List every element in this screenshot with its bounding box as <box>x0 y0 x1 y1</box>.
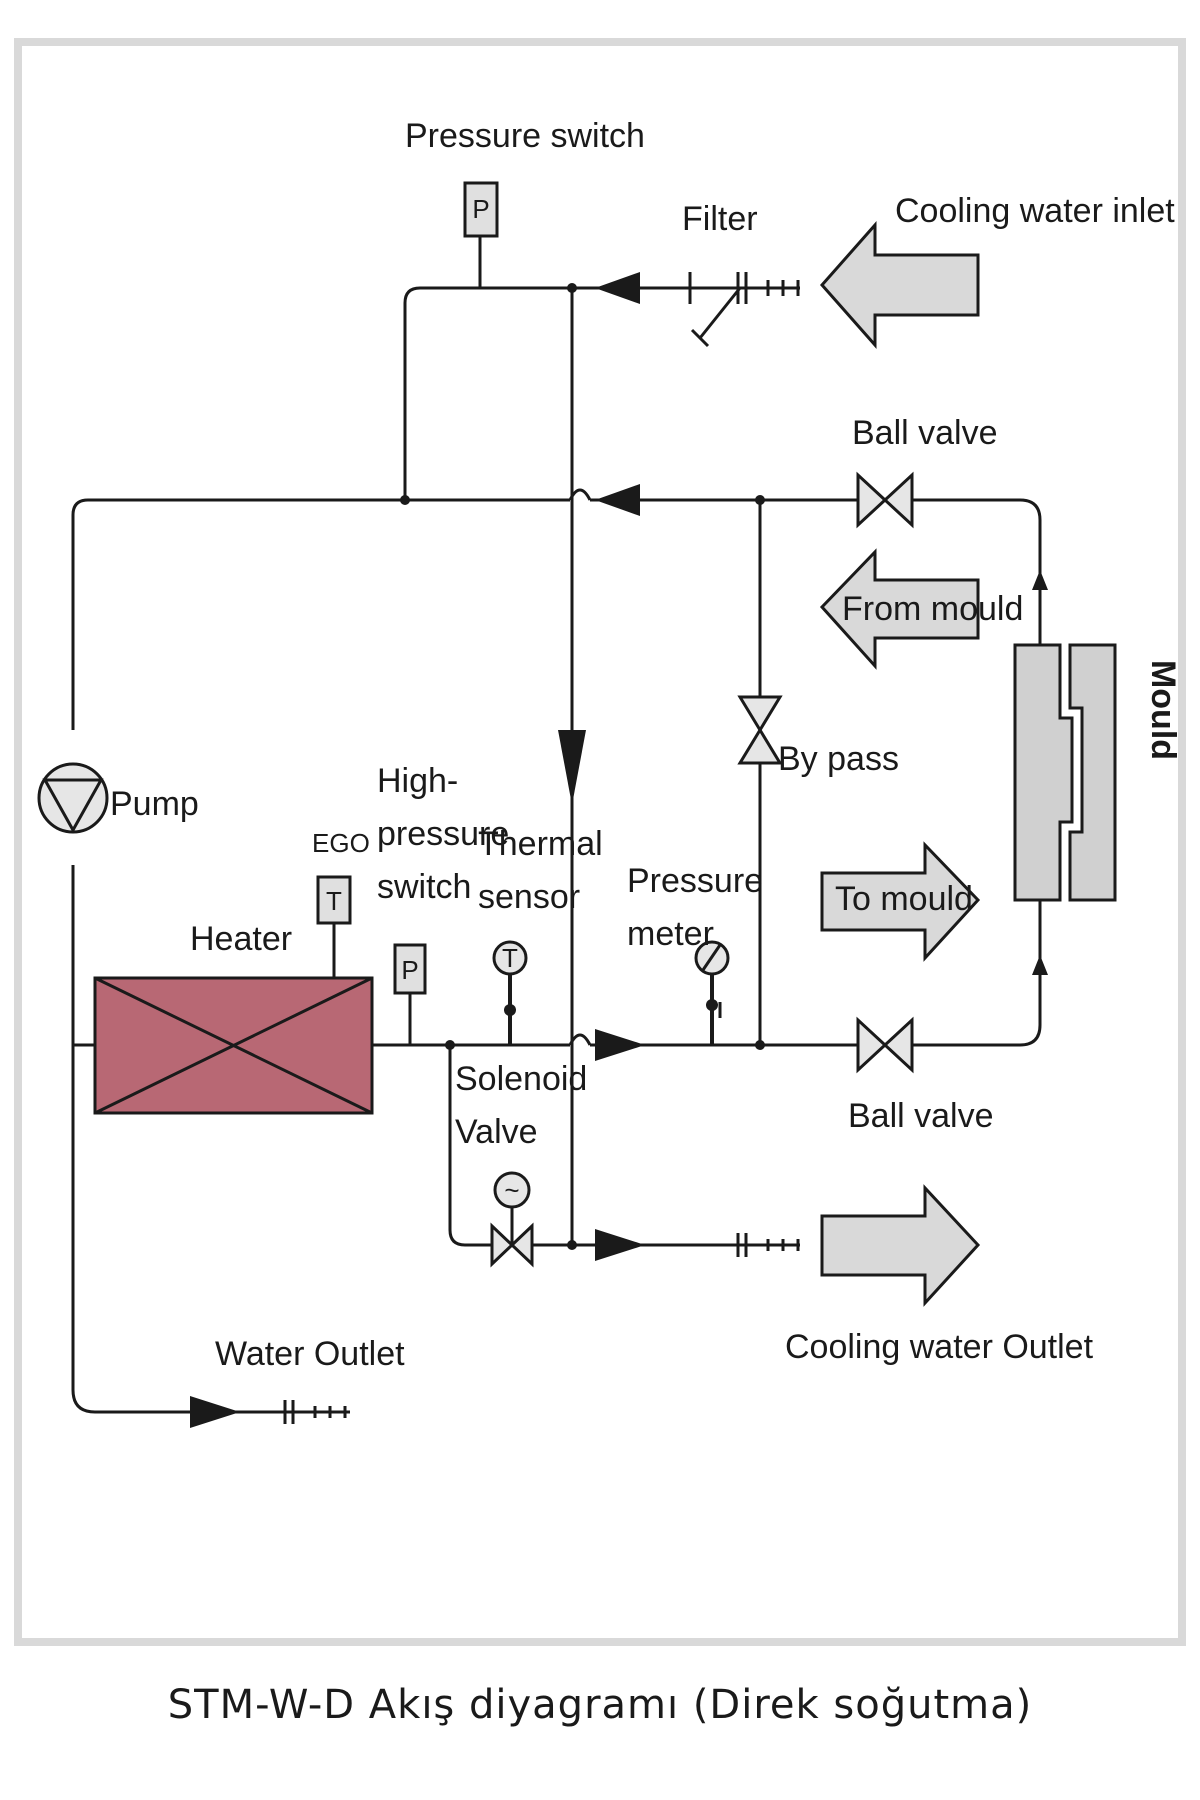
label-ball-valve-top: Ball valve <box>852 414 998 452</box>
label-pump: Pump <box>110 785 199 823</box>
solenoid-valve <box>490 1222 515 1268</box>
ball-valve-top <box>882 471 914 529</box>
label-high-pressure-2: pressure <box>377 815 509 853</box>
label-cooling-water-outlet: Cooling water Outlet <box>785 1328 1094 1366</box>
label-to-mould: To mould <box>835 880 973 918</box>
supply-crossover <box>568 1033 592 1046</box>
cooling-water-inlet-arrow <box>819 221 980 349</box>
diagram-frame <box>14 38 1186 1646</box>
junction-dot <box>445 1040 455 1050</box>
label-heater: Heater <box>190 920 292 958</box>
bypass-valve-2 <box>737 727 783 765</box>
filter-strainer <box>698 287 742 339</box>
inlet-pipe <box>403 286 430 500</box>
heater-cross-2 <box>94 976 373 1115</box>
pump-lower-pipe <box>71 865 350 1414</box>
label-pressure-meter-2: meter <box>627 915 714 953</box>
cooling-water-outlet-arrow <box>820 1184 981 1307</box>
label-from-mould: From mould <box>842 590 1023 628</box>
diagram-caption: STM-W-D Akış diyagramı (Direk soğutma) <box>168 1682 1032 1728</box>
junction-dot <box>755 1040 765 1050</box>
mould-left-half <box>1013 643 1074 902</box>
label-pressure-meter-1: Pressure <box>627 862 763 900</box>
from-mould-arrow <box>819 548 980 670</box>
pressure-switch-box <box>463 181 499 238</box>
label-mould: Mould <box>1144 660 1182 760</box>
ego-thermostat-box <box>316 875 352 925</box>
label-filter: Filter <box>682 200 758 238</box>
label-ball-valve-bottom: Ball valve <box>848 1097 994 1135</box>
junction-dot <box>567 283 577 293</box>
flow-arrow-up <box>1032 955 1048 975</box>
ball-valve-top-2 <box>856 471 888 529</box>
solenoid-valve-2 <box>509 1222 534 1268</box>
bypass-valve <box>737 695 783 733</box>
mould-right-half <box>1068 643 1117 902</box>
label-solenoid-2: Valve <box>455 1113 538 1151</box>
ball-valve-bottom-2 <box>856 1016 888 1074</box>
label-solenoid-1: Solenoid <box>455 1060 587 1098</box>
junction-dot <box>755 495 765 505</box>
label-thermal-1: Thermal <box>478 825 603 863</box>
filter-strainer-end <box>690 328 710 348</box>
flow-arrow-right <box>190 1396 240 1428</box>
high-pressure-switch-symbol: P <box>401 955 418 985</box>
label-high-pressure-3: switch <box>377 868 471 906</box>
return-pipe-main <box>88 498 1042 575</box>
thermal-sensor-bulb <box>504 1004 516 1016</box>
pump-icon <box>37 762 109 834</box>
to-mould-arrow <box>820 841 981 962</box>
solenoid-branch <box>448 1045 800 1247</box>
solenoid-symbol: ~ <box>504 1175 519 1205</box>
flow-arrow-down <box>558 730 586 805</box>
label-cooling-water-inlet: Cooling water inlet <box>895 192 1175 230</box>
label-water-outlet: Water Outlet <box>215 1335 405 1373</box>
return-pipe <box>71 498 89 730</box>
label-thermal-2: sensor <box>478 878 580 916</box>
flow-arrow-right <box>595 1229 645 1261</box>
label-by-pass: By pass <box>778 740 899 778</box>
flow-arrow-left <box>595 272 640 304</box>
junction-dot <box>400 495 410 505</box>
solenoid-actuator <box>493 1171 531 1209</box>
label-pressure-switch: Pressure switch <box>405 117 645 155</box>
pressure-switch-symbol: P <box>472 194 489 224</box>
pressure-meter-needle <box>701 944 722 971</box>
pressure-meter-bulb <box>706 999 718 1011</box>
flow-arrow-left <box>595 484 640 516</box>
pump-impeller <box>42 778 104 834</box>
junction-dot <box>567 1240 577 1250</box>
ball-valve-bottom <box>882 1016 914 1074</box>
ego-thermostat-symbol: T <box>326 886 342 916</box>
thermal-sensor-symbol: T <box>502 943 518 973</box>
label-high-pressure-1: High- <box>377 762 458 800</box>
label-ego: EGO <box>312 828 370 858</box>
flow-arrow-right <box>595 1029 645 1061</box>
